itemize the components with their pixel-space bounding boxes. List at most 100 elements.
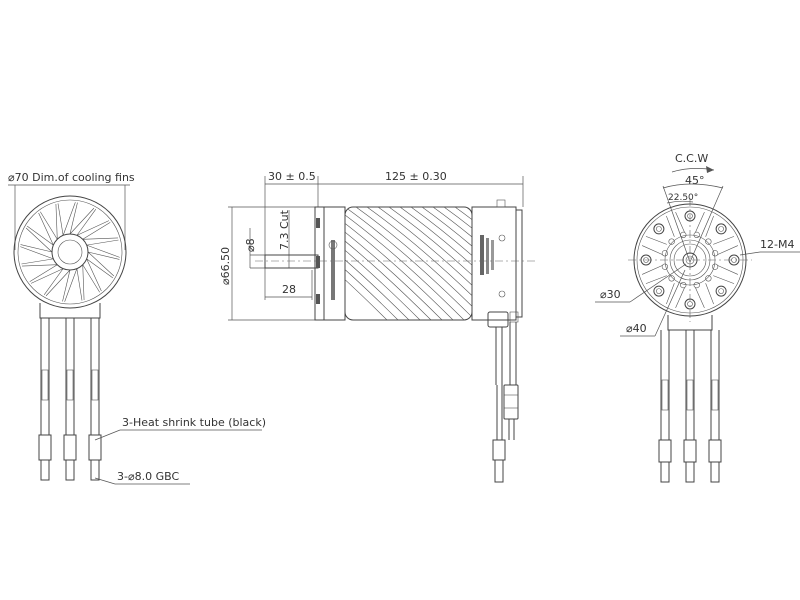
m4-thread-hole	[705, 238, 712, 245]
body-length-label: 125 ± 0.30	[385, 170, 447, 183]
rear-wire-exit	[667, 315, 713, 331]
can-stripe	[345, 207, 410, 320]
can-stripe	[410, 207, 472, 320]
cooling-fin	[69, 202, 95, 235]
can-stripe	[355, 207, 472, 320]
rear-wire	[685, 330, 695, 440]
gbc-bullet-connector	[685, 461, 695, 483]
m4-thread-hole	[705, 275, 712, 282]
can-stripe	[443, 207, 472, 320]
rear-vent-slot	[642, 265, 667, 284]
cooling-fin	[86, 258, 113, 292]
fin-outer-circle	[13, 195, 127, 309]
gbc-bullet-connector	[660, 461, 670, 483]
rear-vent-slot	[695, 283, 714, 308]
rear-vent-slot	[695, 212, 714, 237]
cooling-fin	[22, 264, 58, 282]
m4-thread-hole	[668, 275, 675, 282]
cooling-fin	[86, 239, 120, 258]
mount-hole	[653, 285, 665, 297]
mount-hole-inner	[718, 288, 724, 294]
rear-wire	[710, 330, 720, 440]
connector-label: 3-⌀8.0 GBC	[117, 470, 179, 483]
side-bullet-connector	[492, 439, 506, 461]
heat-shrink-tube	[683, 439, 697, 463]
rear-wire	[660, 330, 670, 440]
shaft-exposed-label: 28	[282, 283, 296, 296]
motor-can	[344, 206, 473, 321]
shaft-diameter-label: ⌀8	[244, 238, 257, 252]
cooling-fin	[30, 268, 64, 295]
rear-vent-slot	[642, 236, 667, 255]
outer-diameter-label: ⌀40	[626, 322, 647, 335]
heat-shrink-tube	[708, 439, 722, 463]
bolt-circle-30	[673, 243, 707, 277]
m4-thread-hole	[693, 231, 700, 238]
front-wire	[40, 318, 50, 435]
heat-shrink-label: 3-Heat shrink tube (black)	[122, 416, 266, 429]
inner-diameter-label: ⌀30	[600, 288, 621, 301]
front-wire	[65, 318, 75, 435]
can-stripe	[345, 207, 454, 320]
rear-view: C.C.W 45° 22.50° 12-M4 ⌀30 ⌀40	[595, 152, 800, 483]
mount-hole	[715, 285, 727, 297]
cooling-fin	[20, 246, 54, 265]
can-stripe	[388, 207, 472, 320]
can-stripe	[345, 207, 421, 320]
gbc-bullet-connector	[90, 459, 100, 481]
can-stripe	[345, 207, 443, 320]
m4-thread-hole	[693, 282, 700, 289]
wire-marker	[686, 379, 694, 411]
can-stripe	[345, 207, 388, 320]
mount-hole-inner	[656, 288, 662, 294]
gbc-bullet-connector	[40, 459, 50, 481]
rotation-label: C.C.W	[675, 152, 708, 165]
cooling-fin	[87, 251, 120, 277]
shaft-length-label: 30 ± 0.5	[268, 170, 316, 183]
wire-marker	[66, 369, 74, 401]
cooling-fin	[45, 269, 71, 302]
can-stripe	[366, 207, 472, 320]
thread-label: 12-M4	[760, 238, 794, 251]
cooling-fin	[27, 212, 54, 246]
can-stripe	[399, 207, 472, 320]
mount-hole	[653, 223, 665, 235]
front-view: ⌀70 Dim.of cooling fins 3-Heat shrink tu…	[8, 171, 266, 485]
motor-shaft	[264, 254, 319, 269]
heat-shrink-tube	[88, 434, 102, 461]
side-view: 30 ± 0.5 125 ± 0.30 ⌀66.50 ⌀8 7.3 Cut 28	[219, 170, 535, 483]
front-wire	[90, 318, 100, 435]
can-stripe	[345, 207, 465, 320]
m4-thread-hole	[680, 282, 687, 289]
front-wires	[38, 318, 102, 481]
rear-wires	[658, 330, 722, 483]
can-stripe	[345, 207, 399, 320]
cooling-fin	[82, 222, 118, 240]
m4-thread-hole	[712, 263, 719, 270]
rear-vent-slot	[713, 265, 738, 284]
cooling-fins	[20, 202, 120, 302]
front-hub	[51, 233, 89, 271]
rear-vent-slot	[666, 283, 685, 308]
gbc-bullet-connector	[65, 459, 75, 481]
rear-vent-slot	[666, 212, 685, 237]
fin-diameter-label: ⌀70 Dim.of cooling fins	[8, 171, 135, 184]
mount-hole	[715, 223, 727, 235]
cooling-fin	[57, 202, 76, 236]
can-stripe	[345, 207, 472, 320]
gbc-bullet-connector	[710, 461, 720, 483]
can-stripe	[377, 207, 472, 320]
shaft-cut-label: 7.3 Cut	[278, 209, 291, 250]
body-diameter-label: ⌀66.50	[219, 247, 232, 285]
cooling-fin	[20, 227, 53, 253]
wire-marker	[41, 369, 49, 401]
rear-vent-slot	[713, 236, 738, 255]
can-stripe	[465, 207, 472, 320]
cooling-fin	[76, 209, 110, 236]
can-stripe	[454, 207, 472, 320]
wire-marker	[711, 379, 719, 411]
can-stripe	[421, 207, 472, 320]
can-stripe	[432, 207, 472, 320]
heat-shrink-tube	[38, 434, 52, 461]
